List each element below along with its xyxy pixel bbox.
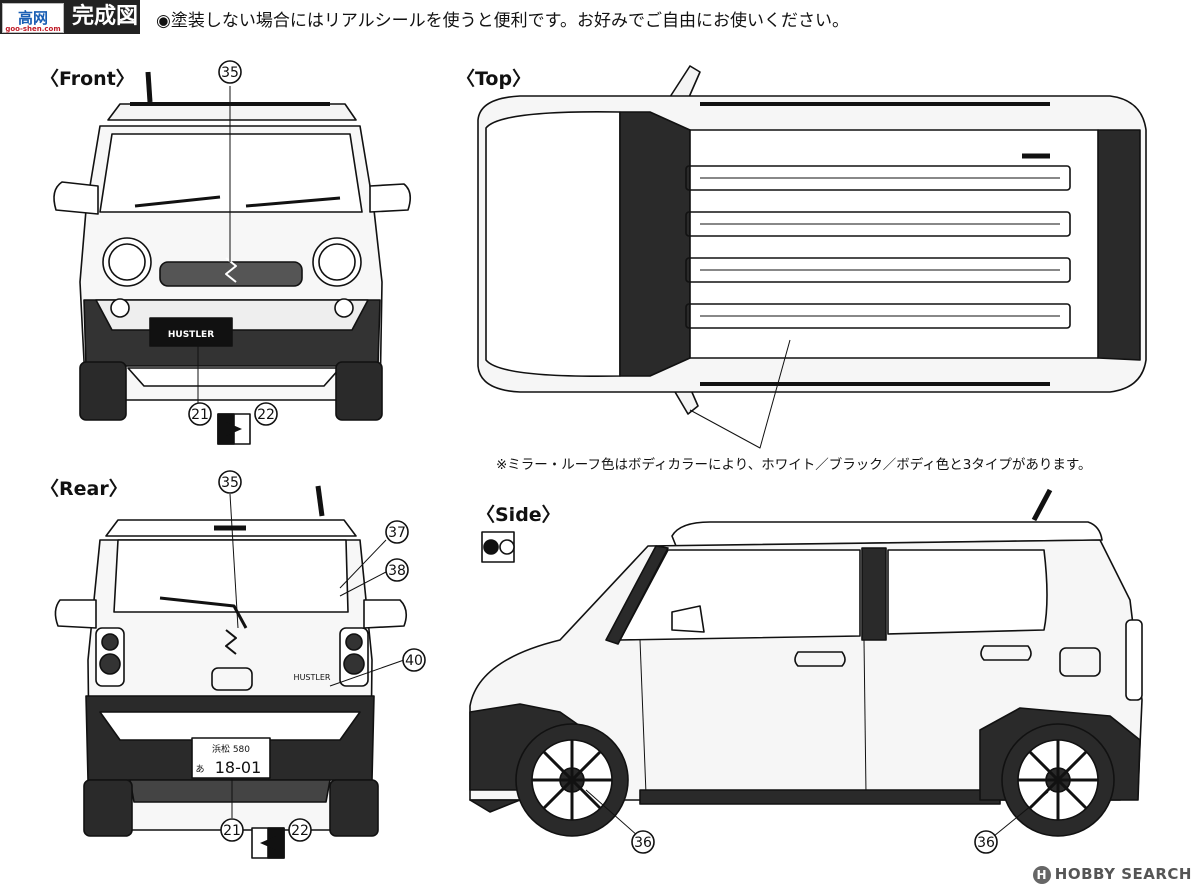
callout-rear-37: 37 <box>388 525 406 541</box>
callout-rear-21: 21 <box>223 823 241 839</box>
top-view <box>477 65 1147 449</box>
rear-plate-kana: あ <box>195 764 204 775</box>
front-label: 〈Front〉 <box>40 68 135 90</box>
paint-symbol-icon <box>483 539 499 555</box>
front-view: HUSTLER 35 21 22 <box>53 60 412 445</box>
site-logo-sub: goo-shen.com <box>5 25 61 33</box>
instruction-text: ◉塗装しない場合にはリアルシールを使うと便利です。お好みでご自由にお使いください… <box>156 11 849 31</box>
top-view-note: ※ミラー・ルーフ色はボディカラーにより、ホワイト／ブラック／ボディ色と3タイプが… <box>496 457 1092 473</box>
rear-plate-number: 18-01 <box>215 758 262 777</box>
rear-label: 〈Rear〉 <box>40 478 128 500</box>
callout-rear-40: 40 <box>405 653 423 669</box>
callout-front-35: 35 <box>221 65 239 81</box>
callout-rear-38: 38 <box>388 563 406 579</box>
watermark-text: HOBBY SEARCH <box>1054 865 1192 883</box>
side-label: 〈Side〉 <box>476 504 561 526</box>
rear-decal-icon <box>260 836 276 850</box>
rear-view: HUSTLER 浜松 580 あ 18-01 35 37 38 40 21 22 <box>54 470 426 859</box>
callout-side-36-rear: 36 <box>977 835 995 851</box>
front-plate-text: HUSTLER <box>168 330 214 340</box>
callout-front-21: 21 <box>191 407 209 423</box>
page-title: 完成図 <box>72 4 139 29</box>
hobby-search-logo-icon: H <box>1032 866 1051 884</box>
callout-rear-35: 35 <box>221 475 239 491</box>
site-logo-text: 高网 <box>17 9 48 27</box>
front-decal-icon <box>226 422 242 436</box>
side-view: 36 36 <box>469 488 1143 854</box>
callout-front-22: 22 <box>257 407 275 423</box>
callout-rear-22: 22 <box>291 823 309 839</box>
callout-side-36-front: 36 <box>634 835 652 851</box>
rear-name-text: HUSTLER <box>294 673 331 682</box>
top-label: 〈Top〉 <box>456 68 532 90</box>
rear-plate-top: 浜松 580 <box>212 743 250 755</box>
